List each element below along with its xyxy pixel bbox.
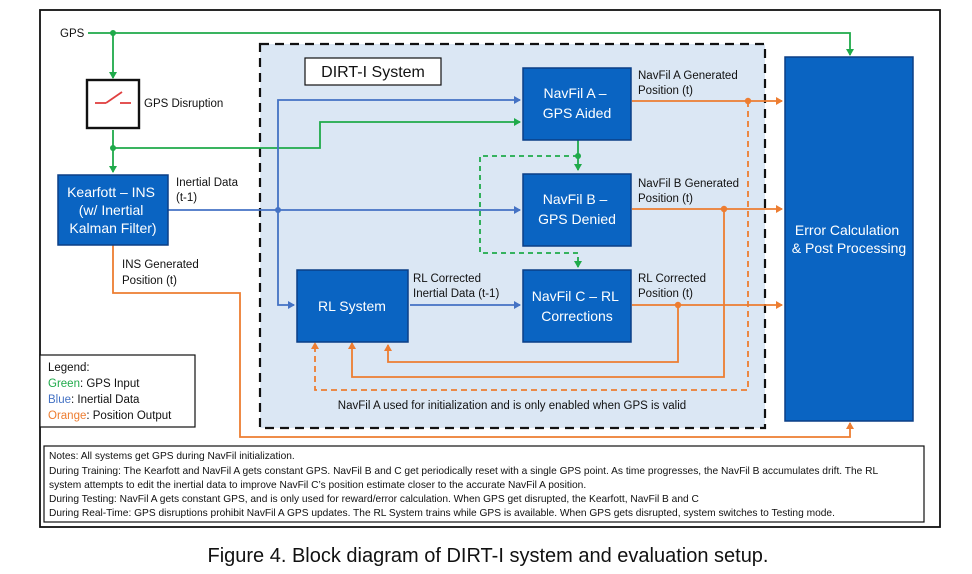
legend-item-orange: Orange: Position Output: [48, 410, 172, 422]
position-junction: [720, 205, 728, 213]
navfil-b-generated-label: NavFil B Generated Position (t): [638, 178, 742, 205]
error-calculation-box: [784, 56, 914, 422]
rl-corrected-position-label: RL Corrected Position (t): [638, 273, 709, 300]
system-title: DIRT-I System: [321, 64, 425, 81]
position-output-lines: [112, 97, 854, 438]
inertial-junction: [275, 207, 281, 213]
position-junction: [674, 301, 682, 309]
notes-text: Notes: All systems get GPS during NavFil…: [49, 451, 881, 519]
legend-title: Legend:: [48, 362, 90, 374]
kearfott-ins-box: [57, 174, 169, 246]
gps-disruption-switch: [85, 78, 141, 130]
navfil-b-box: [522, 173, 632, 247]
position-junction: [744, 97, 752, 105]
legend-item-blue: Blue: Inertial Data: [48, 394, 140, 406]
figure-caption: Figure 4. Block diagram of DIRT-I system…: [207, 545, 768, 567]
gps-label: GPS: [60, 28, 85, 40]
rl-corrected-inertial-label: RL Corrected Inertial Data (t-1): [413, 273, 499, 300]
dirt-i-system-region: [258, 42, 767, 430]
navfil-a-generated-label: NavFil A Generated Position (t): [638, 70, 741, 97]
kearfott-ins-text: Kearfott – INS (w/ Inertial Kalman Filte…: [67, 184, 159, 236]
navfil-c-box: [522, 269, 632, 343]
gps-disruption-label: GPS Disruption: [144, 98, 223, 110]
system-title-box: [304, 57, 442, 86]
legend-item-green: Green: GPS Input: [48, 378, 140, 390]
legend-box: [39, 354, 196, 428]
rl-system-box: [296, 269, 409, 343]
notes-box: [43, 445, 925, 523]
initialization-note: NavFil A used for initialization and is …: [338, 400, 686, 412]
error-calculation-text: Error Calculation & Post Processing: [792, 222, 906, 256]
navfil-a-box: [522, 67, 632, 141]
navfil-c-text: NavFil C – RL Corrections: [532, 288, 623, 324]
gps-junction: [110, 145, 116, 151]
ins-generated-label: INS Generated Position (t): [122, 259, 202, 287]
inertial-data-label: Inertial Data (t-1): [176, 177, 241, 204]
gps-lines: [88, 32, 854, 268]
navfil-a-text: NavFil A – GPS Aided: [543, 85, 612, 121]
gps-junction: [575, 153, 581, 159]
gps-junction: [110, 30, 116, 36]
navfil-b-text: NavFil B – GPS Denied: [538, 191, 616, 227]
inertial-data-lines: [168, 96, 521, 309]
rl-system-text: RL System: [318, 298, 386, 314]
